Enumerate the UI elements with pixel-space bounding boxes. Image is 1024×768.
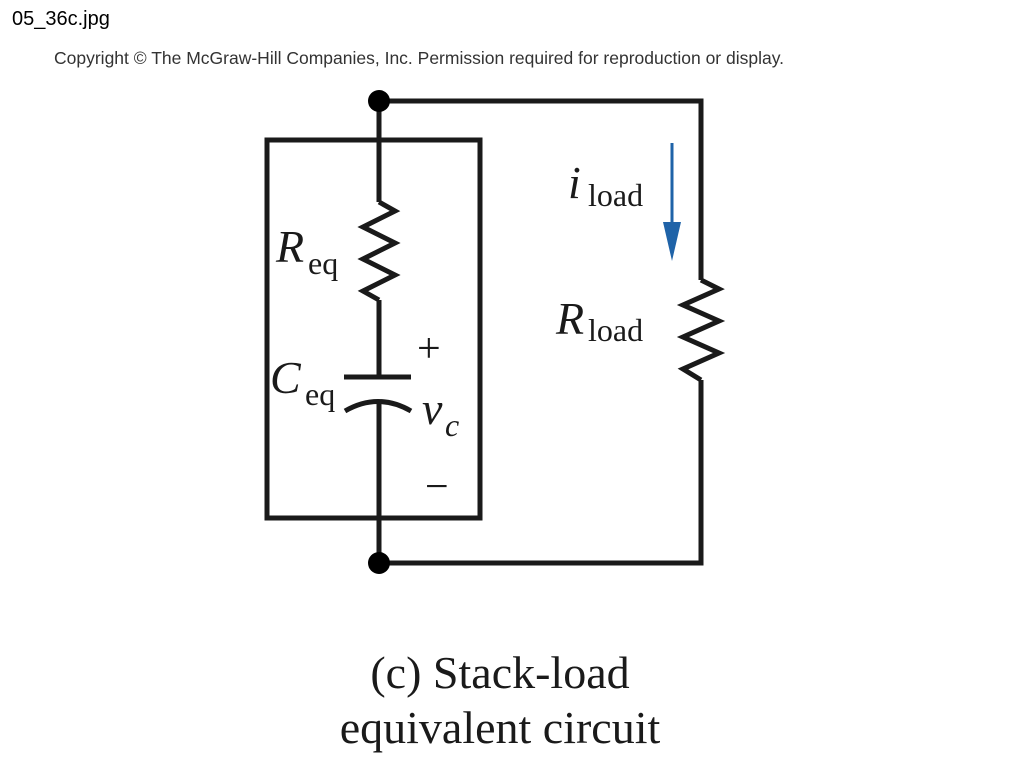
c-eq-label-sub: eq (305, 376, 335, 412)
current-arrow-head (663, 222, 681, 261)
vc-label-sub: c (445, 407, 459, 443)
r-load-resistor (676, 277, 726, 383)
stack-box (264, 137, 483, 521)
circuit-diagram: R eq C eq + v c − i load R load (264, 90, 726, 574)
i-load-label-sub: load (588, 177, 643, 213)
top-wire (379, 98, 704, 280)
vc-label-main: v (422, 383, 443, 434)
junction-dot-bottom (368, 552, 390, 574)
bottom-wire (379, 380, 704, 566)
r-eq-label-sub: eq (308, 245, 338, 281)
r-load-label-sub: load (588, 312, 643, 348)
file-name: 05_36c.jpg (12, 8, 110, 30)
r-load-label-main: R (555, 293, 584, 344)
c-eq-label-main: C (270, 352, 302, 403)
plus-sign: + (417, 326, 441, 372)
caption-line-1: (c) Stack-load (370, 647, 630, 698)
i-load-label-main: i (568, 157, 581, 208)
junction-dot-top (368, 90, 390, 112)
minus-sign: − (425, 464, 449, 510)
r-eq-label-main: R (275, 221, 304, 272)
copyright-notice: Copyright © The McGraw-Hill Companies, I… (54, 48, 785, 68)
r-eq-resistor (357, 199, 401, 303)
caption-line-2: equivalent circuit (339, 702, 661, 753)
